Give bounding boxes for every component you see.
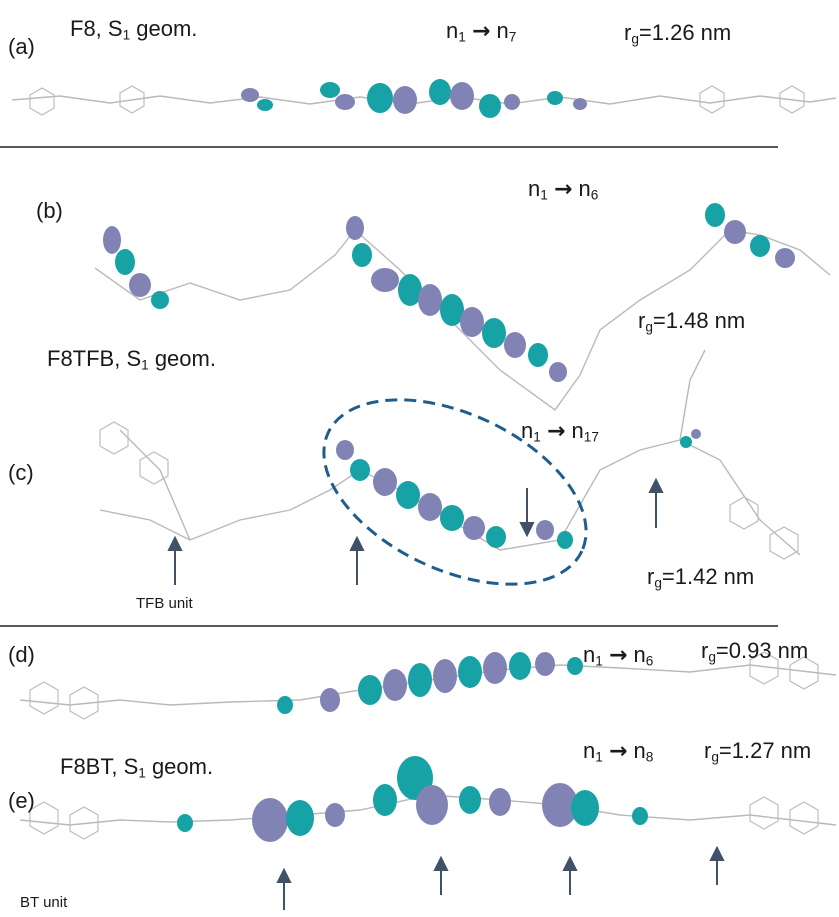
skeleton-c <box>99 439 801 556</box>
panel-e-label: (e) <box>8 788 35 813</box>
position-arrows <box>167 477 725 910</box>
arrow-c-4 <box>648 477 664 528</box>
panel-e-transition: n1 → n8 <box>583 738 654 765</box>
orbitals-e <box>177 756 648 842</box>
panel-e-title: F8BT, S1 geom. <box>60 754 214 781</box>
tfb-unit-label: TFB unit <box>136 595 193 612</box>
dashed-highlight-ellipse <box>322 398 588 586</box>
panel-a-transition: n1 → n7 <box>446 18 517 45</box>
arrow-c-2 <box>349 535 365 585</box>
skeleton-c-branch <box>119 429 191 541</box>
panel-b-title: F8TFB, S1 geom. <box>47 346 216 373</box>
panel-a-label: (a) <box>8 34 35 59</box>
panel-b-transition: n1 → n6 <box>528 176 599 203</box>
ring-decorations <box>29 85 819 840</box>
orbitals-b <box>103 203 795 382</box>
panel-c-rg: rg=1.42 nm <box>647 564 755 591</box>
arrow-c-3 <box>519 488 535 538</box>
panel-c-label: (c) <box>8 460 34 485</box>
panel-d-transition: n1 → n6 <box>583 642 654 669</box>
arrow-e-2 <box>433 855 449 895</box>
panel-b-rg: rg=1.48 nm <box>638 308 746 335</box>
panel-a-title: F8, S1 geom. <box>70 16 198 43</box>
arrow-e-1 <box>276 867 292 910</box>
orbitals-a <box>241 79 587 118</box>
panel-a-rg: rg=1.26 nm <box>624 20 732 47</box>
orbitals-c <box>336 429 701 549</box>
orbital-lobes <box>103 79 795 842</box>
skeleton-a <box>11 95 837 105</box>
bt-unit-label: BT unit <box>20 894 68 911</box>
panel-c-transition: n1 → n17 <box>521 418 599 445</box>
orbitals-d <box>277 652 583 714</box>
arrow-c-1 <box>167 535 183 585</box>
panel-e-rg: rg=1.27 nm <box>704 738 812 765</box>
arrow-e-4 <box>709 845 725 885</box>
panel-b-label: (b) <box>36 198 63 223</box>
panel-d-rg: rg=0.93 nm <box>701 638 809 665</box>
arrow-e-3 <box>562 855 578 895</box>
panel-d-label: (d) <box>8 642 35 667</box>
skeleton-c-branch2 <box>679 349 706 441</box>
